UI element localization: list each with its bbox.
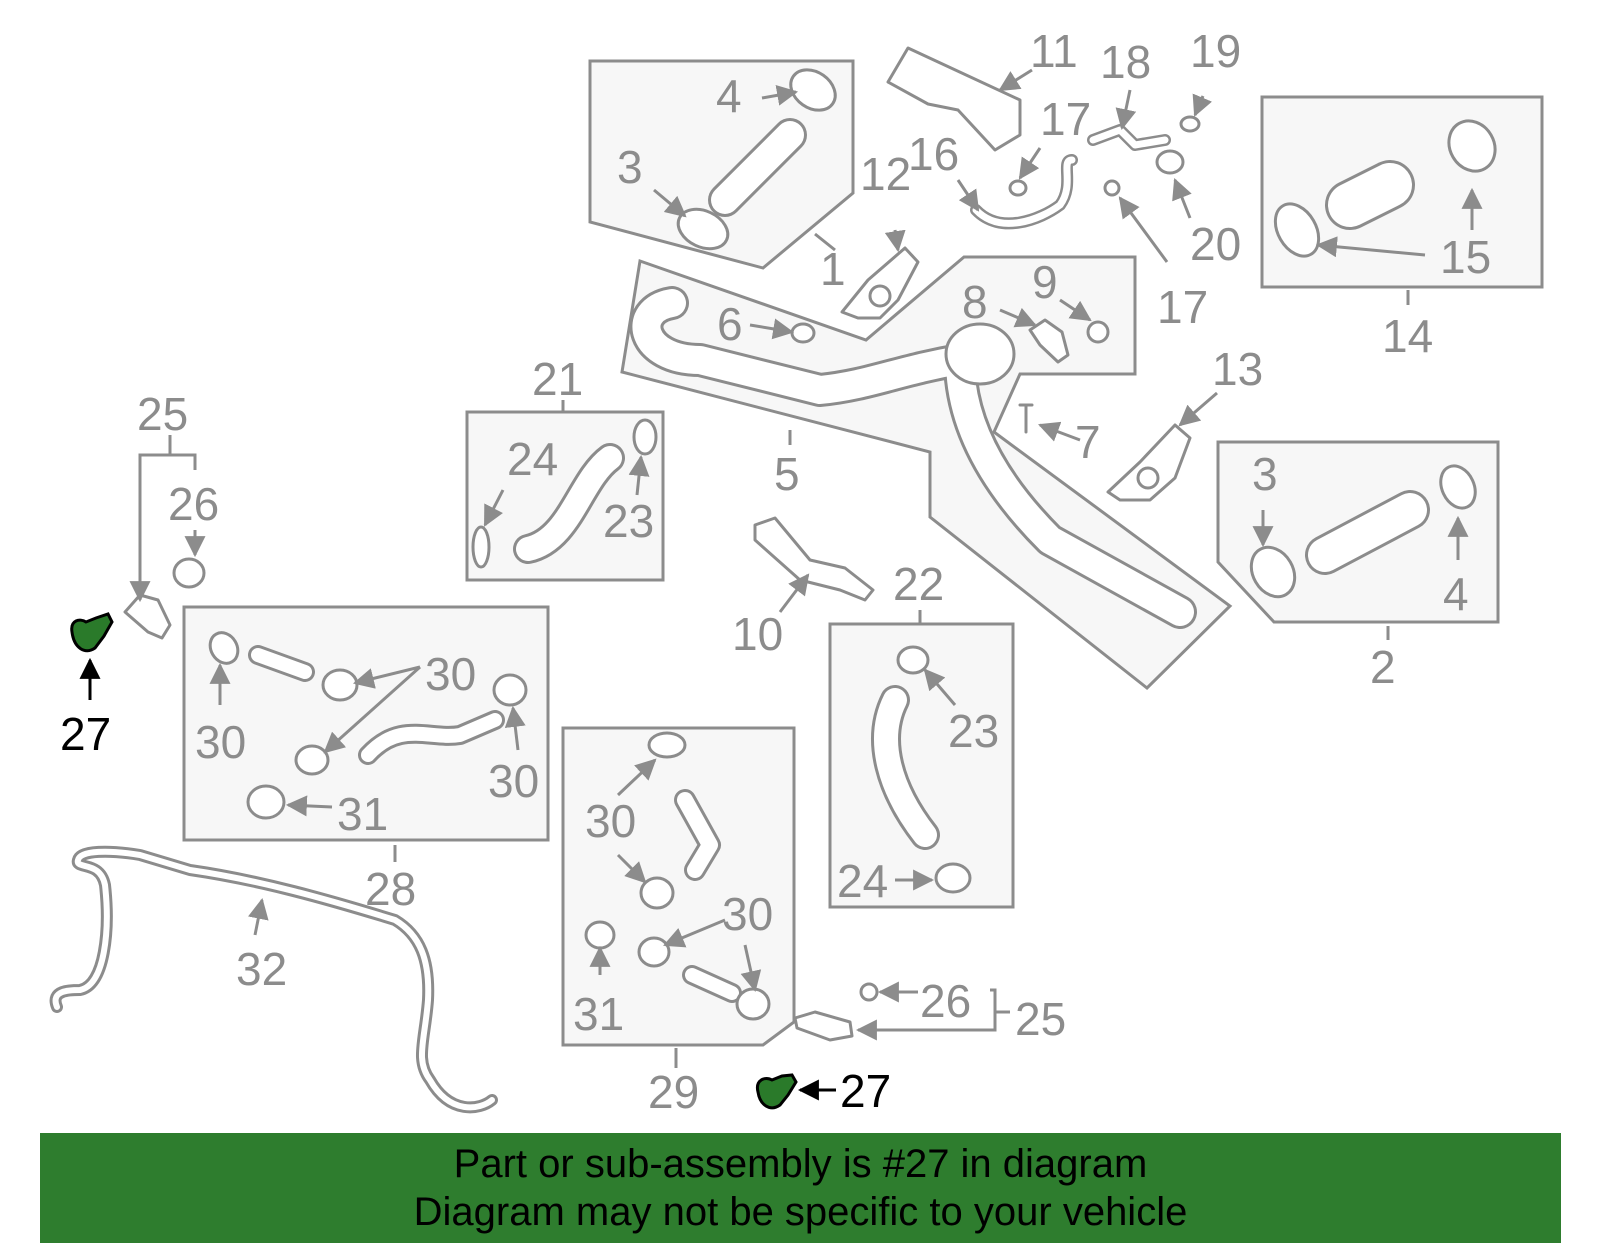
bolt-17a (1008, 179, 1028, 197)
hose-21 (471, 418, 658, 569)
callout-22[interactable]: 22 (893, 558, 944, 610)
callout-16[interactable]: 16 (908, 128, 959, 180)
callout-19[interactable]: 19 (1190, 25, 1241, 77)
callout-30[interactable]: 30 (585, 795, 636, 847)
callout-11[interactable]: 11 (1030, 25, 1078, 77)
callout-25[interactable]: 25 (137, 388, 188, 440)
bolt-9 (1086, 320, 1110, 344)
callout-31[interactable]: 31 (573, 988, 624, 1040)
callout-25[interactable]: 25 (1015, 993, 1066, 1045)
callout-8[interactable]: 8 (962, 276, 988, 328)
callout-17[interactable]: 17 (1040, 93, 1091, 145)
callout-3[interactable]: 3 (617, 141, 643, 193)
bracket-25-top (138, 453, 197, 600)
callout-7[interactable]: 7 (1075, 416, 1101, 468)
intercooler-pipe-5 (629, 286, 1197, 629)
callout-29[interactable]: 29 (648, 1066, 699, 1118)
bolt-7 (1018, 403, 1034, 434)
callout-26[interactable]: 26 (168, 478, 219, 530)
callout-20[interactable]: 20 (1190, 218, 1241, 270)
callout-32[interactable]: 32 (236, 943, 287, 995)
callout-15[interactable]: 15 (1440, 231, 1491, 283)
fitting-25-bottom (793, 982, 879, 1042)
callout-9[interactable]: 9 (1032, 256, 1058, 308)
cover-11 (886, 46, 1022, 152)
callout-labels: 1 2 3 3 4 4 5 6 7 8 9 10 11 12 13 14 15 … (60, 25, 1491, 1118)
bracket-12 (840, 246, 920, 320)
fitting-17b (1103, 179, 1121, 197)
callout-30[interactable]: 30 (488, 755, 539, 807)
callout-12[interactable]: 12 (860, 148, 911, 200)
callout-21[interactable]: 21 (532, 353, 583, 405)
callout-30[interactable]: 30 (425, 648, 476, 700)
hose-29-parts (584, 731, 771, 1021)
callout-27-left[interactable]: 27 (60, 708, 111, 760)
banner-line-1: Part or sub-assembly is #27 in diagram (453, 1142, 1148, 1186)
callout-30[interactable]: 30 (722, 888, 773, 940)
callout-2[interactable]: 2 (1370, 641, 1396, 693)
hose-32 (49, 845, 498, 1114)
banner-line-2: Diagram may not be specific to your vehi… (413, 1190, 1188, 1234)
bolt-19 (1179, 115, 1201, 133)
bracket-13 (1106, 423, 1192, 502)
box-22 (828, 622, 1015, 909)
callout-17[interactable]: 17 (1157, 281, 1208, 333)
callout-24[interactable]: 24 (507, 433, 558, 485)
box-29 (561, 726, 796, 1047)
hose-2 (1249, 464, 1477, 599)
heat-shield-10 (753, 516, 875, 602)
callout-24[interactable]: 24 (837, 855, 888, 907)
callout-27-bottom[interactable]: 27 (840, 1065, 891, 1117)
callout-14[interactable]: 14 (1382, 310, 1433, 362)
callout-26[interactable]: 26 (920, 975, 971, 1027)
callout-28[interactable]: 28 (365, 863, 416, 915)
callout-1[interactable]: 1 (820, 243, 846, 295)
hose-28-parts (208, 631, 528, 820)
part-27-bottom[interactable] (755, 1073, 798, 1110)
box-1 (588, 59, 855, 270)
grommet-6 (790, 322, 816, 344)
info-banner: Part or sub-assembly is #27 in diagram D… (40, 1133, 1561, 1243)
clamp-20 (1155, 149, 1185, 175)
callout-13[interactable]: 13 (1212, 343, 1263, 395)
callout-23[interactable]: 23 (948, 705, 999, 757)
callout-3[interactable]: 3 (1252, 448, 1278, 500)
part-27-left[interactable] (70, 612, 114, 653)
callout-5[interactable]: 5 (774, 448, 800, 500)
callout-30[interactable]: 30 (195, 716, 246, 768)
sensor-8 (1028, 318, 1070, 364)
leader-lines (79, 68, 1483, 1101)
callout-23[interactable]: 23 (603, 495, 654, 547)
callout-10[interactable]: 10 (732, 608, 783, 660)
callout-6[interactable]: 6 (717, 298, 743, 350)
callout-18[interactable]: 18 (1100, 36, 1151, 88)
hose-1 (676, 68, 837, 251)
hose-22 (871, 645, 972, 894)
callout-4[interactable]: 4 (1443, 568, 1469, 620)
hose-14 (1273, 119, 1497, 258)
bracket-25-bottom (860, 988, 997, 1032)
callout-4[interactable]: 4 (716, 70, 742, 122)
callout-31[interactable]: 31 (337, 788, 388, 840)
